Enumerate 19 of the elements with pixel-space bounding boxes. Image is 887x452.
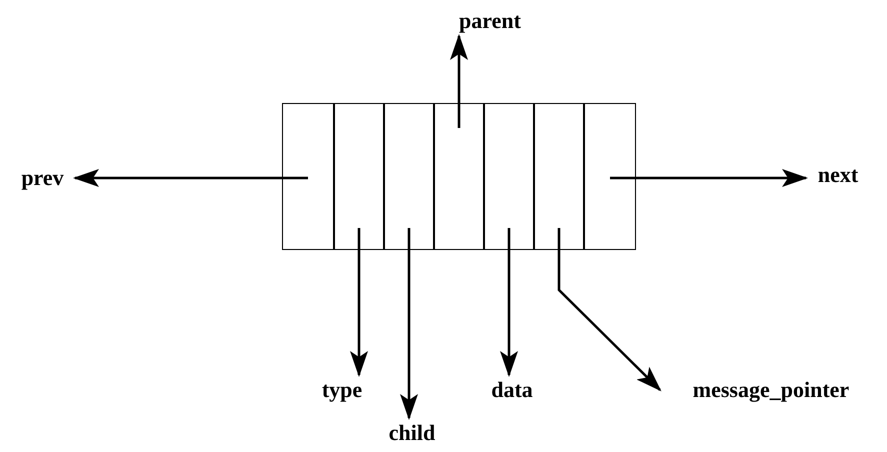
arrow	[350, 228, 368, 377]
arrow	[500, 228, 518, 377]
record-cell	[484, 102, 534, 250]
arrow	[400, 228, 418, 420]
field-label: message_pointer	[660, 375, 882, 405]
arrow	[558, 228, 662, 392]
field-label: type	[310, 375, 374, 405]
field-label: next	[806, 160, 870, 190]
record-cell	[534, 102, 584, 250]
field-label: prev	[10, 163, 75, 193]
record-cell	[334, 102, 384, 250]
arrow	[610, 168, 808, 187]
field-label: child	[380, 418, 444, 448]
record-cell	[434, 102, 484, 250]
arrow	[73, 168, 308, 187]
record-cell	[384, 102, 434, 250]
arrow	[450, 34, 468, 128]
field-label: parent	[440, 6, 540, 36]
field-label: data	[480, 375, 544, 405]
